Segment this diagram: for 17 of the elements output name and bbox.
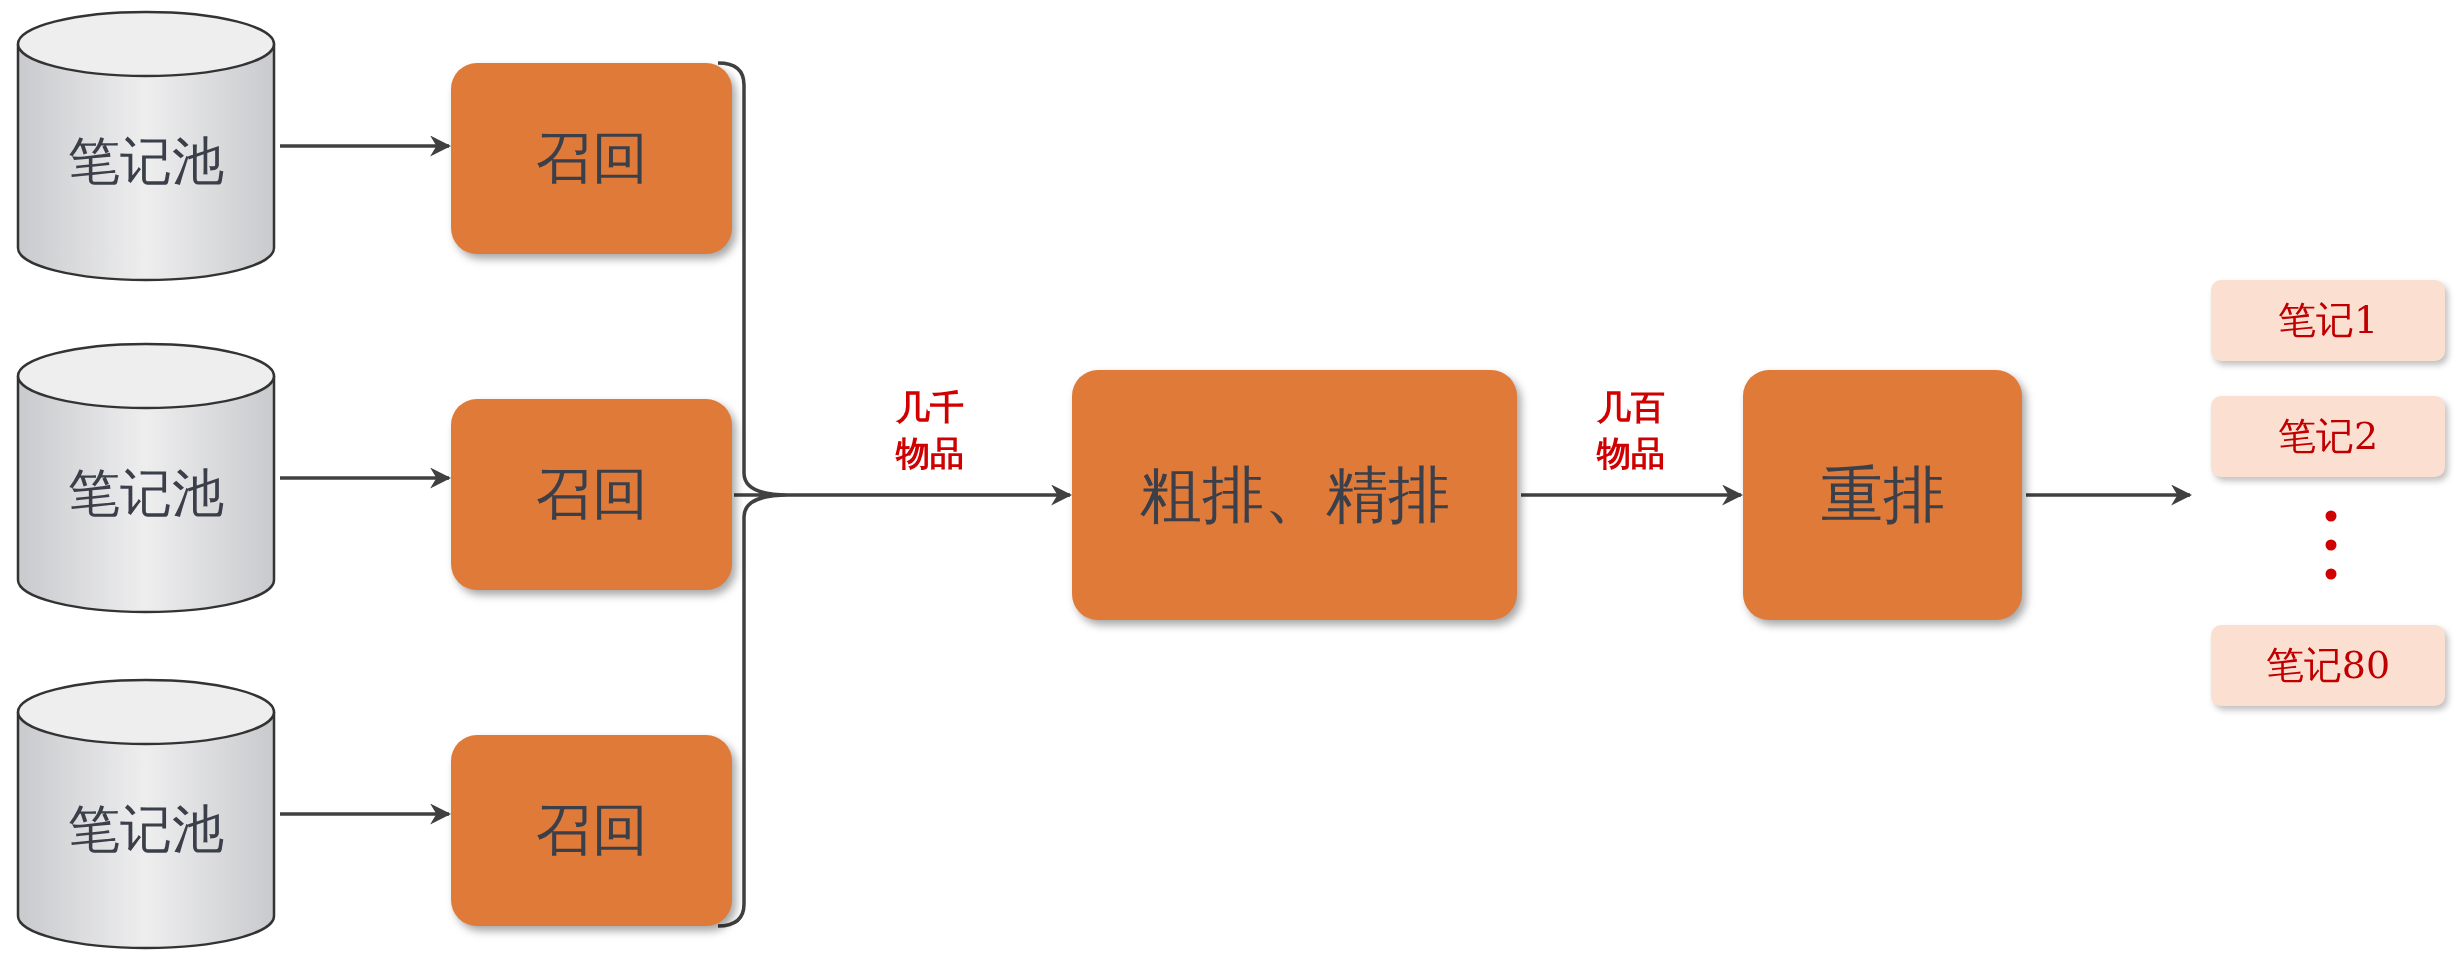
database-cylinder: 笔记池 (16, 10, 276, 282)
arrow (2026, 484, 2193, 506)
note-card: 笔记80 (2211, 625, 2445, 706)
process-box: 召回 (451, 735, 732, 926)
database-cylinder: 笔记池 (16, 678, 276, 950)
note-card: 笔记1 (2211, 280, 2445, 361)
arrow (280, 135, 452, 157)
note-card: 笔记2 (2211, 396, 2445, 477)
process-box: 重排 (1743, 370, 2022, 620)
brace-arrow (716, 61, 1073, 928)
process-box: 粗排、精排 (1072, 370, 1517, 620)
process-box: 召回 (451, 399, 732, 590)
database-cylinder: 笔记池 (16, 342, 276, 614)
arrow (280, 467, 452, 489)
arrow (1521, 484, 1744, 506)
process-box: 召回 (451, 63, 732, 254)
arrow (280, 803, 452, 825)
